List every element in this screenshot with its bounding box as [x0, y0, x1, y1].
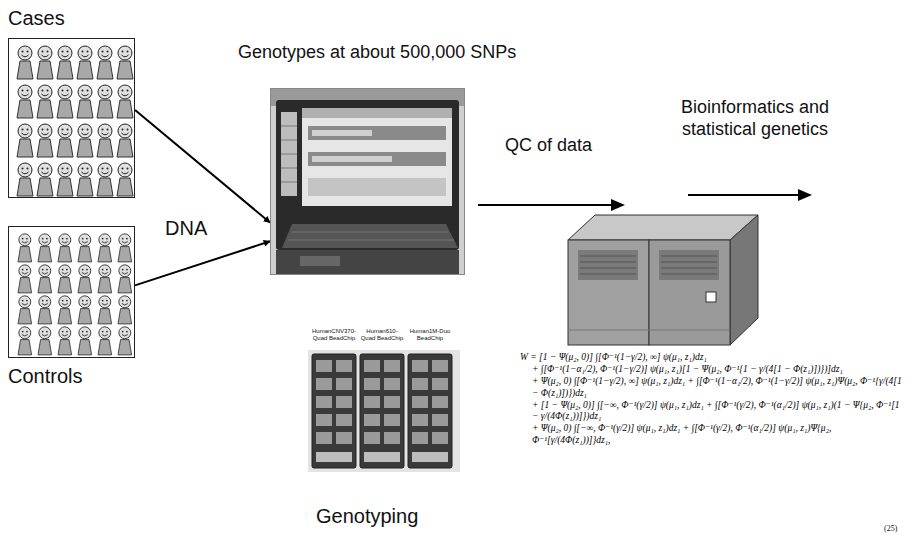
flow-arrow — [135, 110, 270, 223]
flow-arrow — [478, 199, 625, 211]
person-icon — [58, 327, 72, 355]
server-computer — [568, 215, 758, 345]
person-icon — [18, 234, 32, 262]
person-icon — [118, 296, 132, 324]
genotyping-instrument — [270, 88, 465, 275]
group-box: Cases — [8, 6, 135, 198]
person-icon — [17, 46, 33, 79]
person-icon — [97, 163, 113, 196]
chip-label: Human610-Quad BeadChip — [359, 328, 405, 342]
box-outline — [270, 88, 465, 275]
person-icon — [58, 265, 72, 293]
group-box: Controls — [8, 226, 135, 388]
beadchip-images — [308, 350, 460, 472]
formula-line: + ∫[Φ⁻¹(1−α₁/2), Φ⁻¹(1−γ/2)] ψ(μ₁, z₁)[1… — [520, 364, 906, 376]
person-icon — [78, 265, 92, 293]
person-icon — [98, 265, 112, 293]
person-icon — [38, 234, 52, 262]
person-icon — [17, 124, 33, 157]
person-icon — [18, 265, 32, 293]
person-icon — [117, 163, 133, 196]
person-icon — [37, 46, 53, 79]
person-icon — [37, 163, 53, 196]
person-icon — [117, 85, 133, 118]
person-icon — [37, 124, 53, 157]
node-heading: Controls — [8, 364, 135, 388]
chip-label: HumanCNV370-Quad BeadChip — [311, 328, 357, 342]
flow-arrow — [135, 241, 270, 285]
person-icon — [38, 327, 52, 355]
person-icon — [58, 296, 72, 324]
person-icon — [17, 163, 33, 196]
person-icon — [18, 296, 32, 324]
person-icon — [18, 327, 32, 355]
chip-label: Human1M-Duo BeadChip — [407, 328, 453, 342]
person-icon — [77, 124, 93, 157]
person-icon — [57, 46, 73, 79]
people-icons — [17, 46, 133, 355]
flow-label: DNA — [163, 216, 209, 240]
formula-line: W = [1 − Ψ(μ₂, 0)] ∫[Φ⁻¹(1−γ/2), ∞] ψ(μ₁… — [520, 352, 906, 364]
person-icon — [118, 327, 132, 355]
formula-block: W = [1 − Ψ(μ₂, 0)] ∫[Φ⁻¹(1−γ/2), ∞] ψ(μ₁… — [520, 352, 906, 447]
equation-number: (25) — [884, 524, 897, 534]
person-icon — [78, 327, 92, 355]
person-icon — [97, 124, 113, 157]
person-icon — [98, 327, 112, 355]
flow-label: QC of data — [505, 135, 592, 157]
formula-line: + Ψ(μ₂, 0) ∫[−∞, Φ⁻¹(γ/2)] ψ(μ₁, z₁)dz₁ … — [520, 423, 906, 447]
person-icon — [57, 124, 73, 157]
instrument-node: Genotypes at about 500,000 SNPs — [238, 42, 610, 275]
person-icon — [77, 46, 93, 79]
person-icon — [37, 85, 53, 118]
person-icon — [78, 234, 92, 262]
node-heading: Cases — [8, 6, 135, 30]
formula-line: + Ψ(μ₂, 0) ∫[Φ⁻¹(1−γ/2), ∞] ψ(μ₁, z₁)dz₁… — [520, 376, 906, 400]
person-icon — [38, 265, 52, 293]
person-icon — [78, 296, 92, 324]
person-icon — [77, 85, 93, 118]
person-icon — [117, 46, 133, 79]
flow-arrow — [688, 189, 812, 201]
person-icon — [117, 124, 133, 157]
person-icon — [57, 85, 73, 118]
formula-line: + [1 − Ψ(μ₂, 0)] ∫[−∞, Φ⁻¹(γ/2)] ψ(μ₁, z… — [520, 400, 906, 424]
node-heading: Genotypes at about 500,000 SNPs — [238, 42, 610, 64]
person-icon — [38, 296, 52, 324]
person-icon — [57, 163, 73, 196]
person-icon — [97, 85, 113, 118]
person-icon — [98, 234, 112, 262]
person-icon — [58, 234, 72, 262]
person-icon — [17, 85, 33, 118]
person-icon — [118, 265, 132, 293]
box-outline — [8, 38, 135, 198]
flow-label: Bioinformatics and statistical genetics — [680, 97, 830, 140]
person-icon — [118, 234, 132, 262]
person-icon — [97, 46, 113, 79]
box-outline — [8, 226, 135, 358]
person-icon — [77, 163, 93, 196]
person-icon — [98, 296, 112, 324]
caption: Genotyping — [316, 504, 418, 528]
